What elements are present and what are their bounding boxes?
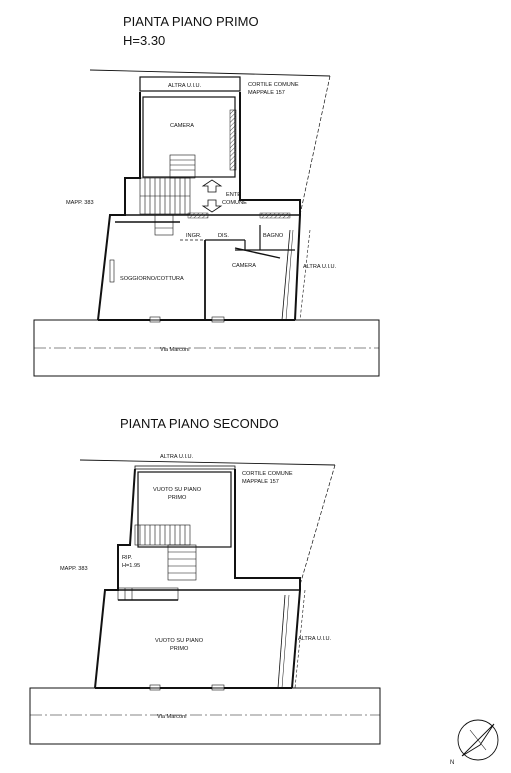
label-dis: DIS. <box>218 233 229 239</box>
label-mappale: MAPPALE 157 <box>248 90 285 96</box>
label-altra-uiu-right: ALTRA U.I.U. <box>303 264 337 270</box>
staircase-first <box>139 154 196 236</box>
label-vuoto-bottom: VUOTO SU PIANO <box>155 638 204 644</box>
first-floor-height: H=3.30 <box>123 33 165 48</box>
door-swing <box>234 247 281 259</box>
label-mapp: MAPP. 383 <box>60 566 88 572</box>
compass-line <box>469 729 487 751</box>
wall-hatch <box>229 109 237 171</box>
north-label: N <box>450 760 454 766</box>
label-cortile: CORTILE COMUNE <box>242 471 293 477</box>
north-arrow: N <box>450 719 499 766</box>
label-altra-uiu-right: ALTRA U.I.U. <box>298 636 332 642</box>
first-floor-plan: PIANTA PIANO PRIMO H=3.30 <box>33 14 380 377</box>
vuoto-top-room <box>137 471 232 548</box>
label-street: Via Marconi <box>160 347 189 353</box>
label-mappale: MAPPALE 157 <box>242 479 279 485</box>
label-soggiorno: SOGGIORNO/COTTURA <box>120 276 184 282</box>
boundary-top-line <box>79 459 336 466</box>
label-bagno: BAGNO <box>263 233 284 239</box>
cortile-dashed-boundary <box>299 464 336 586</box>
right-wall-inner <box>281 229 291 321</box>
right-outer-wall <box>234 469 301 689</box>
label-comune: COMUNE <box>222 200 247 206</box>
altra-uiu-top-box <box>139 76 241 92</box>
label-mapp: MAPP. 383 <box>66 200 94 206</box>
label-cortile: CORTILE COMUNE <box>248 82 299 88</box>
right-wall-inner <box>285 229 294 321</box>
label-rip: RIP. <box>122 555 133 561</box>
label-camera-bottom: CAMERA <box>232 263 256 269</box>
right-wall-inner <box>277 594 286 689</box>
second-floor-title: PIANTA PIANO SECONDO <box>120 416 279 431</box>
label-ingr: INGR. <box>186 233 202 239</box>
wall-hatch <box>187 212 209 219</box>
label-altra-uiu-top: ALTRA U.I.U. <box>168 83 202 89</box>
label-vuoto-top: VUOTO SU PIANO <box>153 487 202 493</box>
window <box>109 259 115 283</box>
right-dashed-boundary <box>294 589 306 689</box>
altra-uiu-top-box <box>134 465 236 470</box>
down-arrow-icon <box>201 199 223 213</box>
second-floor-plan: PIANTA PIANO SECONDO <box>29 416 381 745</box>
first-floor-title: PIANTA PIANO PRIMO <box>123 14 259 29</box>
wall-hatch <box>259 212 291 219</box>
left-outer-wall <box>97 92 141 321</box>
right-wall-inner <box>281 594 290 689</box>
label-vuoto-bottom-primo: PRIMO <box>170 646 189 652</box>
left-outer-wall <box>94 468 136 689</box>
compass-circle <box>457 719 499 761</box>
up-arrow-icon <box>201 179 223 193</box>
label-altra-uiu-top: ALTRA U.I.U. <box>160 454 194 460</box>
right-dashed-boundary <box>299 229 311 321</box>
label-vuoto-top-primo: PRIMO <box>168 495 187 501</box>
label-street: Via Marconi <box>157 714 186 720</box>
staircase-second <box>117 524 197 601</box>
street-band <box>29 687 381 745</box>
label-camera-top: CAMERA <box>170 123 194 129</box>
label-rip-height: H=1.95 <box>122 563 140 569</box>
right-outer-wall <box>239 92 301 321</box>
boundary-top-line <box>89 69 331 77</box>
cortile-dashed-boundary <box>299 75 331 216</box>
label-ente: ENTE <box>226 192 241 198</box>
